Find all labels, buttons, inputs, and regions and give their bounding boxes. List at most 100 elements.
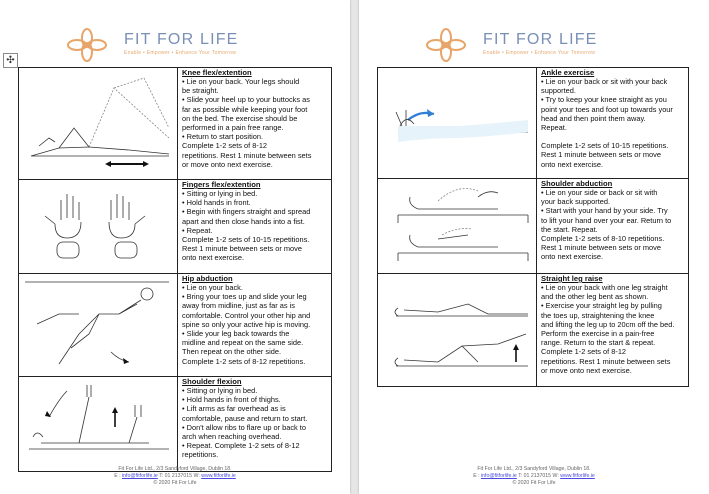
text-line: and lifting the leg up to 20cm off the b… bbox=[541, 319, 675, 329]
text-line: and the other leg bent as shown. bbox=[541, 292, 649, 302]
text-line: onto next exercise. bbox=[541, 159, 604, 169]
exercise-illustration bbox=[377, 67, 537, 179]
footer-email-link[interactable]: info@fitforlife.ie bbox=[480, 473, 517, 479]
text-line: apart and then close hands into a fist. bbox=[182, 216, 305, 226]
text-line: range. Return to the start & repeat. bbox=[541, 338, 656, 348]
text-line: performed in a pain free range. bbox=[182, 123, 284, 133]
text-line: • Sitting or lying in bed. bbox=[182, 189, 258, 198]
exercise-row: Fingers flex/extention • Sitting or lyin… bbox=[18, 179, 332, 274]
text-line: head and then point them away. bbox=[541, 113, 646, 123]
brand-tagline: Enable • Empower • Enhance Your Tomorrow bbox=[124, 50, 237, 56]
text-line: comfortable, pause and return to start. bbox=[182, 413, 308, 423]
exercise-row: Shoulder flexion • Sitting or lying in b… bbox=[18, 376, 332, 472]
text-line: onto next exercise. bbox=[182, 253, 245, 263]
text-gap bbox=[541, 132, 685, 141]
shoulder-flexion-illustration bbox=[29, 385, 169, 450]
exercise-row: Knee flex/extention • Lie on your back. … bbox=[18, 67, 332, 180]
text-line: or move onto next exercise. bbox=[182, 159, 273, 169]
text-line: the start. Repeat. bbox=[541, 224, 598, 234]
shoulder-abduction-illustration bbox=[397, 188, 529, 261]
text-line: • Lie on your back. Your legs should bbox=[182, 77, 300, 86]
footer-email-label: E : bbox=[114, 473, 122, 479]
text-line: • Lie on your back. bbox=[182, 283, 243, 292]
footer-web-label: W: bbox=[193, 473, 202, 479]
exercise-text: Knee flex/extention • Lie on your back. … bbox=[177, 67, 332, 180]
text-line: Rest 1 minute between sets or move bbox=[182, 244, 302, 254]
footer-tel: T: 01 2137015 bbox=[518, 473, 552, 479]
exercise-illustration bbox=[18, 376, 178, 472]
text-line: on the bed. The exercise should be bbox=[182, 113, 298, 123]
text-line: • Lift arms as far overhead as is bbox=[182, 404, 286, 414]
text-line: • Sitting or lying in bed. bbox=[182, 386, 258, 395]
exercise-text: Shoulder abduction • Lie on your side or… bbox=[536, 178, 689, 274]
text-line: • Lie on your back with one leg straight bbox=[541, 283, 668, 292]
exercise-table-page-2: Ankle exercise • Lie on your back or sit… bbox=[377, 67, 689, 387]
fingers-illustration bbox=[44, 194, 146, 259]
text-line: Complete 1-2 sets of 8-10 repetitions. bbox=[541, 234, 665, 244]
page-footer: Fit For Life Ltd., 2/3 Sandyford Village… bbox=[0, 466, 350, 487]
text-line: • Begin with fingers straight and spread bbox=[182, 207, 311, 217]
footer-address: Fit For Life Ltd., 2/3 Sandyford Village… bbox=[118, 466, 232, 472]
text-line: • Bring your toes up and slide your leg bbox=[182, 292, 307, 302]
table-move-handle-icon[interactable]: ✣ bbox=[3, 53, 18, 68]
footer-copyright: © 2020 Fit For Life bbox=[153, 480, 197, 486]
exercise-text: Ankle exercise • Lie on your back or sit… bbox=[536, 67, 689, 179]
text-line: • Repeat. Complete 1-2 sets of 8-12 bbox=[182, 441, 300, 451]
exercise-table-page-1: Knee flex/extention • Lie on your back. … bbox=[18, 67, 332, 472]
text-line: • Exercise your straight leg by pulling bbox=[541, 301, 662, 311]
text-line: Complete 1-2 sets of 8-12 bbox=[182, 141, 268, 151]
footer-email-link[interactable]: info@fitforlife.ie bbox=[121, 473, 158, 479]
exercise-text: Straight leg raise • Lie on your back wi… bbox=[536, 273, 689, 387]
text-line: or move onto next exercise. bbox=[541, 365, 632, 375]
logo-flower-icon bbox=[67, 28, 107, 62]
brand-tagline: Enable • Empower • Enhance Your Tomorrow bbox=[483, 50, 596, 56]
exercise-illustration bbox=[377, 273, 537, 387]
exercise-title: Hip abduction bbox=[182, 274, 233, 283]
knee-flex-illustration bbox=[30, 77, 170, 167]
text-line: repetitions. Rest 1 minute between sets bbox=[541, 356, 671, 366]
text-line: • Slide your heel up to your buttocks as bbox=[182, 95, 310, 105]
text-line: • Lie on your back or sit with your back bbox=[541, 77, 668, 86]
exercise-illustration bbox=[18, 179, 178, 274]
text-line: comfortable. Control your other hip and bbox=[182, 310, 311, 320]
text-line: Repeat. bbox=[541, 123, 567, 133]
text-line: • Don't allow ribs to flare up or back t… bbox=[182, 422, 306, 432]
footer-contact: E : info@fitforlife.ie T: 01 2137015 W: … bbox=[359, 473, 709, 480]
footer-copyright: © 2020 Fit For Life bbox=[512, 480, 556, 486]
text-line: midline and repeat on the same side. bbox=[182, 338, 304, 348]
text-line: Complete 1-2 sets of 8-12 bbox=[541, 347, 627, 357]
brand-name: FIT FOR LIFE bbox=[124, 31, 239, 48]
logo-flower-icon bbox=[426, 28, 466, 62]
text-line: Complete 1-2 sets of 8-12 repetitions. bbox=[182, 356, 306, 366]
exercise-title: Knee flex/extention bbox=[182, 68, 252, 77]
footer-address: Fit For Life Ltd., 2/3 Sandyford Village… bbox=[477, 466, 591, 472]
text-line: supported. bbox=[541, 86, 576, 96]
exercise-row: Shoulder abduction • Lie on your side or… bbox=[377, 178, 689, 274]
exercise-row: Hip abduction • Lie on your back. • Brin… bbox=[18, 273, 332, 377]
brand-name: FIT FOR LIFE bbox=[483, 31, 598, 48]
text-line: arch when reaching overhead. bbox=[182, 432, 282, 442]
document-page-2: FIT FOR LIFE Enable • Empower • Enhance … bbox=[359, 0, 709, 494]
exercise-illustration bbox=[18, 273, 178, 377]
text-line: far as possible while keeping your foot bbox=[182, 104, 308, 114]
exercise-title: Straight leg raise bbox=[541, 274, 603, 283]
hip-abduction-illustration bbox=[25, 281, 169, 365]
text-line: Rest 1 minute between sets or move bbox=[541, 150, 661, 160]
text-line: to lift your hand over your ear. Return … bbox=[541, 215, 672, 225]
footer-web-link[interactable]: www.fitforlife.ie bbox=[560, 473, 595, 479]
text-line: onto next exercise. bbox=[541, 252, 604, 262]
exercise-title: Fingers flex/extention bbox=[182, 180, 261, 189]
text-line: Complete 1-2 sets of 10-15 repetitions. bbox=[541, 141, 669, 151]
document-page-1: FIT FOR LIFE Enable • Empower • Enhance … bbox=[0, 0, 350, 494]
straight-leg-raise-illustration bbox=[394, 303, 528, 367]
text-line: • Lie on your side or back or sit with bbox=[541, 188, 658, 197]
exercise-text: Hip abduction • Lie on your back. • Brin… bbox=[177, 273, 332, 377]
exercise-row: Straight leg raise • Lie on your back wi… bbox=[377, 273, 689, 387]
footer-web-link[interactable]: www.fitforlife.ie bbox=[201, 473, 236, 479]
exercise-illustration bbox=[377, 178, 537, 274]
text-line: repetitions. Rest 1 minute between sets bbox=[182, 150, 312, 160]
text-line: • Slide your leg back towards the bbox=[182, 329, 290, 339]
text-line: repetitions. bbox=[182, 450, 219, 460]
logo: FIT FOR LIFE Enable • Empower • Enhance … bbox=[0, 28, 350, 62]
text-line: Perform the exercise in a pain-free bbox=[541, 329, 655, 339]
